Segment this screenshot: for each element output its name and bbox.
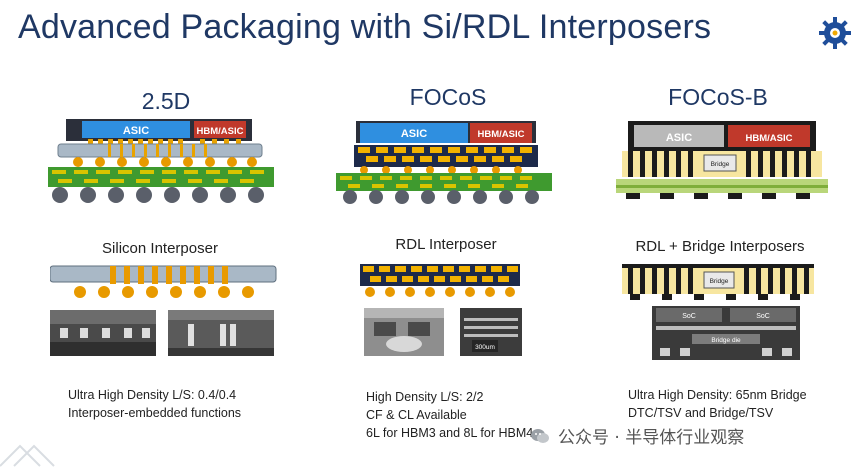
description-line: Ultra High Density: 65nm Bridge: [628, 388, 807, 402]
hbm-label: HBM/ASIC: [746, 133, 793, 144]
silicon-cross-section-images: [50, 310, 274, 356]
interposer-title-silicon: Silicon Interposer: [102, 240, 218, 257]
hbm-label: HBM/ASIC: [478, 129, 525, 140]
hbm-label: HBM/ASIC: [197, 126, 244, 137]
gear-logo-icon: [819, 17, 851, 49]
description-2-5d: Ultra High Density L/S: 0.4/0.4 Interpos…: [68, 386, 241, 422]
rdl-bridge-interposer-diagram: Bridge: [622, 264, 814, 300]
column-title-focos: FOCoS: [409, 84, 487, 110]
interposer-title-rdl-bridge: RDL + Bridge Interposers: [635, 238, 805, 255]
description-line: Ultra High Density L/S: 0.4/0.4: [68, 388, 237, 402]
description-line: High Density L/S: 2/2: [366, 390, 484, 404]
bridge-die-label: Bridge die: [711, 337, 741, 344]
bridge-label: Bridge: [711, 161, 730, 168]
soc-right-label: SoC: [756, 313, 770, 320]
column-title-2-5d: 2.5D: [141, 88, 191, 114]
description-line: CF & CL Available: [366, 408, 467, 422]
page-title: Advanced Packaging with Si/RDL Interpose…: [18, 8, 712, 46]
watermark: 公众号 · 半导体行业观察: [530, 423, 744, 448]
bridge-cross-section-image: SoC SoC Bridge die: [652, 306, 800, 360]
silicon-interposer-diagram: [50, 265, 277, 298]
package-2-5d-diagram: ASIC HBM/ASIC: [48, 119, 274, 203]
package-focos-b-diagram: ASIC HBM/ASIC Bridge: [616, 121, 828, 199]
interposer-title-rdl: RDL Interposer: [395, 236, 497, 253]
wechat-icon: [531, 428, 549, 443]
asic-label: ASIC: [666, 132, 692, 144]
watermark-text: 公众号 · 半导体行业观察: [558, 428, 745, 448]
asic-die: [82, 121, 190, 138]
description-line: Interposer-embedded functions: [68, 406, 242, 420]
corner-decoration: [0, 444, 55, 467]
description-focos-b: Ultra High Density: 65nm Bridge DTC/TSV …: [628, 386, 807, 422]
hbm-die: [194, 121, 246, 138]
rdl-cross-section-images: 300um: [364, 308, 522, 356]
package-focos-diagram: ASIC HBM/ASIC: [336, 121, 552, 204]
description-line: 6L for HBM3 and 8L for HBM4: [366, 426, 534, 440]
description-focos: High Density L/S: 2/2 CF & CL Available …: [366, 388, 533, 442]
asic-label: ASIC: [401, 128, 427, 140]
column-title-focos-b: FOCoS-B: [668, 84, 768, 110]
scale-bar-label: 300um: [475, 344, 495, 351]
asic-label: ASIC: [123, 125, 149, 137]
rdl-interposer-diagram: [360, 264, 520, 297]
description-line: DTC/TSV and Bridge/TSV: [628, 406, 774, 420]
soc-left-label: SoC: [682, 313, 696, 320]
bridge-label: Bridge: [710, 278, 729, 285]
